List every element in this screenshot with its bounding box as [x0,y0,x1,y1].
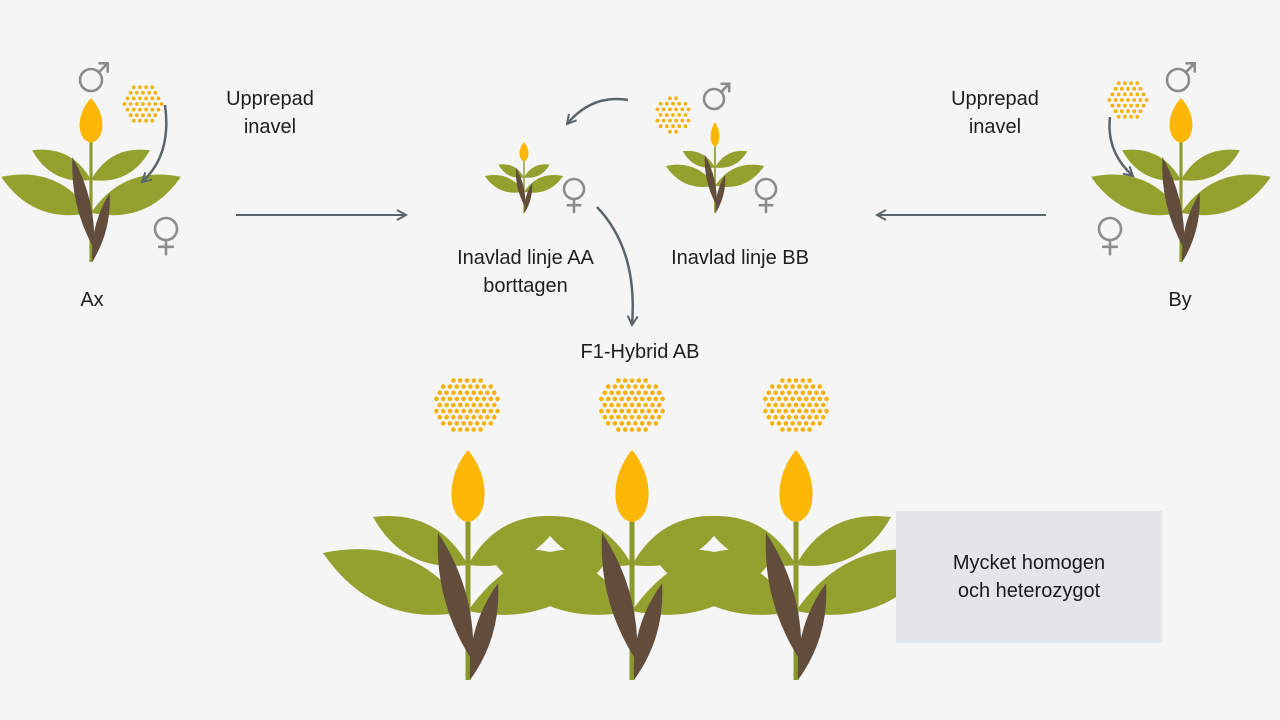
pollen-parent-b-icon [1107,81,1149,119]
male-symbol-line-bb-icon [702,82,731,111]
stem [629,518,635,680]
brown-leaf [1182,193,1200,262]
label-line-bb: Inavlad linje BB [671,247,809,269]
stem [465,518,471,680]
leaf [682,150,715,168]
plant-line-aa [484,142,564,213]
leaf [487,549,632,615]
pollen-line-bb-icon [655,96,691,134]
flower-bud [615,450,649,522]
male-symbol-parent-a-icon [78,61,110,93]
flower-bud [519,142,529,162]
female-symbol-line-bb-icon [754,177,778,214]
flower-bud [1169,98,1193,143]
brown-leaf [437,532,474,662]
plant-parent-b [1091,98,1271,262]
brown-leaf [72,157,95,249]
pollen-parent-a-icon [122,85,164,123]
male-symbol-parent-b-icon [1165,61,1197,93]
leaf [715,150,748,168]
flower-bud [79,98,103,143]
leaf [1181,174,1271,216]
flower-bud [710,122,720,147]
flower-bud [779,450,813,522]
leaf [498,164,524,178]
leaf [524,164,550,178]
brown-leaf [715,174,726,213]
female-symbol-parent-b-icon [1097,216,1123,256]
brown-leaf [633,583,663,680]
brown-leaf [1162,157,1185,249]
flower-bud [451,450,485,522]
note-box: Mycket homogen och heterozygot [896,511,1162,643]
brown-leaf [797,583,827,680]
leaf [651,549,796,615]
leaf [323,549,468,615]
leaf [1091,174,1181,216]
stem [523,160,525,213]
arrow-pollen-left-icon [142,104,168,182]
brown-leaf [601,532,638,662]
leaf [32,149,91,181]
leaf [91,149,150,181]
leaf [91,174,181,216]
label-parent-a: Ax [80,289,104,311]
brown-leaf [515,167,526,208]
pollen-f1-1-icon [434,378,500,432]
brown-leaf [469,583,499,680]
brown-leaf [704,154,717,206]
female-symbol-parent-a-icon [153,216,179,256]
brown-leaf [765,532,802,662]
plant-parent-a [1,98,181,262]
arrow-bb-to-aa-icon [567,97,629,124]
stem [714,145,716,213]
stem [1179,140,1183,262]
leaf [1,174,92,216]
pollen-f1-2-icon [599,378,665,432]
leaf [1122,149,1181,181]
arrow-cross-to-f1-icon [596,206,633,325]
leaf [796,515,891,567]
label-repeat-left: Upprepad inavel [226,88,314,138]
leaf [484,174,524,193]
stem [793,518,799,680]
leaf [665,164,715,188]
note-text: Mycket homogen och heterozygot [952,552,1106,602]
label-repeat-right: Upprepad inavel [951,88,1039,138]
brown-leaf [524,183,533,213]
brown-leaf [92,193,110,262]
label-parent-b: By [1168,289,1192,311]
stem [89,140,93,262]
leaf [715,164,765,188]
plant-line-bb [665,122,765,213]
arrow-pollen-right-icon [1108,116,1133,176]
leaf [524,174,564,193]
plant-f1-1 [323,450,613,680]
female-symbol-line-aa-icon [562,177,586,214]
label-line-aa: Inavlad linje AA borttagen [457,247,594,297]
label-f1-hybrid: F1-Hybrid AB [580,341,700,363]
leaf [1181,149,1240,181]
pollen-f1-3-icon [763,378,829,432]
